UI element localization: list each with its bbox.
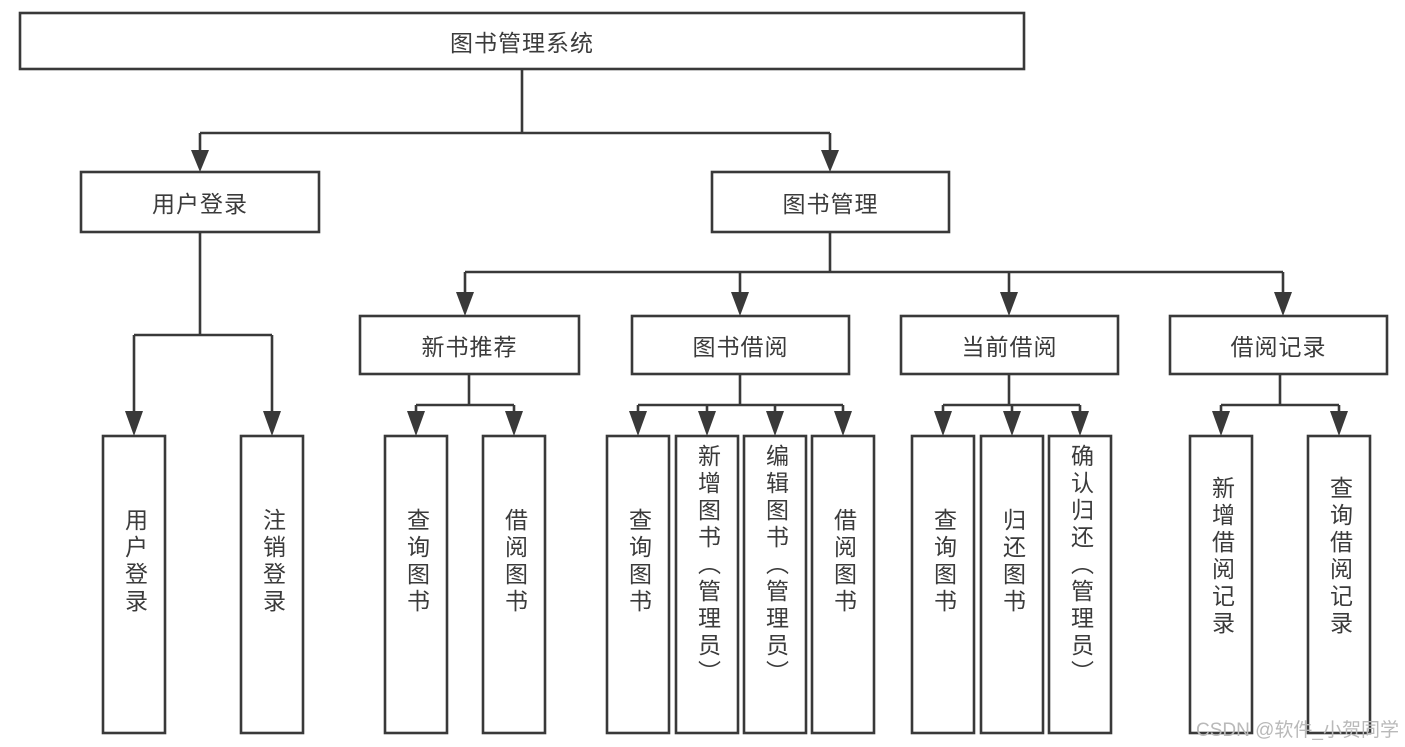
arrowhead-current-borrow (1000, 292, 1018, 316)
node-box-leaf-logout[interactable] (239, 434, 305, 735)
node-box-leaf-borrow-book-1[interactable] (481, 434, 547, 735)
arrowhead-leaf-edit-book-admin (766, 411, 784, 436)
node-box-leaf-add-book-admin[interactable] (674, 434, 740, 735)
arrowhead-leaf-borrow-book-2 (834, 411, 852, 436)
arrowhead-user-login (191, 150, 209, 172)
node-box-leaf-query-book-2[interactable] (605, 434, 671, 735)
arrowhead-leaf-logout (263, 411, 281, 436)
node-box-current-borrow[interactable] (899, 314, 1120, 376)
arrowhead-leaf-query-book-2 (629, 411, 647, 436)
node-box-user-login[interactable] (79, 170, 321, 234)
arrowhead-book-borrow (731, 292, 749, 316)
arrowhead-leaf-query-book-3 (934, 411, 952, 436)
node-box-leaf-query-book-3[interactable] (910, 434, 976, 735)
arrowhead-leaf-query-book-1 (407, 411, 425, 436)
arrowhead-leaf-user-login (125, 411, 143, 436)
arrowhead-leaf-add-borrow-record (1212, 411, 1230, 436)
arrowhead-leaf-add-book-admin (698, 411, 716, 436)
node-box-book-borrow[interactable] (630, 314, 851, 376)
node-box-leaf-query-book-1[interactable] (383, 434, 449, 735)
arrowhead-leaf-borrow-book-1 (505, 411, 523, 436)
arrowhead-leaf-query-borrow-record (1330, 411, 1348, 436)
arrowhead-new-book-recommend (456, 292, 474, 316)
node-box-leaf-borrow-book-2[interactable] (810, 434, 876, 735)
node-box-book-management[interactable] (710, 170, 951, 234)
arrowhead-borrow-record (1274, 292, 1292, 316)
node-box-leaf-query-borrow-record[interactable] (1306, 434, 1372, 735)
node-box-leaf-user-login[interactable] (101, 434, 167, 735)
node-box-leaf-add-borrow-record[interactable] (1188, 434, 1254, 735)
node-box-leaf-edit-book-admin[interactable] (742, 434, 808, 735)
arrowhead-book-management (821, 150, 839, 172)
node-box-leaf-confirm-return-admin[interactable] (1047, 434, 1113, 735)
arrowhead-leaf-confirm-return-admin (1071, 411, 1089, 436)
node-box-borrow-record[interactable] (1168, 314, 1389, 376)
node-box-root[interactable] (18, 11, 1026, 71)
node-box-leaf-return-book[interactable] (979, 434, 1045, 735)
node-box-new-book-recommend[interactable] (358, 314, 581, 376)
arrowhead-leaf-return-book (1003, 411, 1021, 436)
